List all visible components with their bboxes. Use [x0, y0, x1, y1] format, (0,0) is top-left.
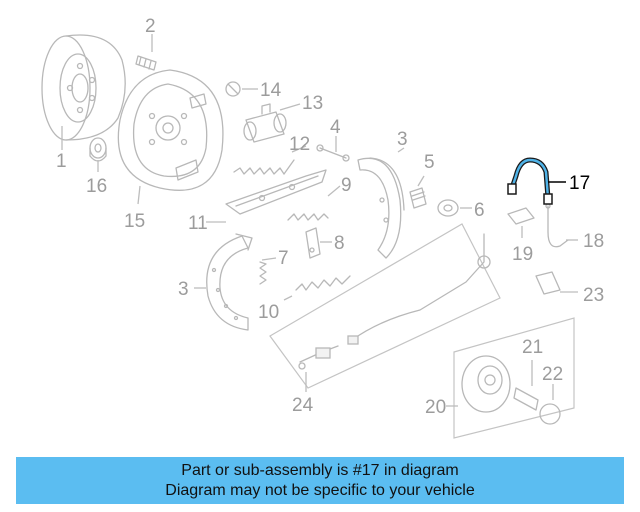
callout-19: 19: [512, 244, 533, 265]
callout-14: 14: [260, 80, 282, 101]
callout-23: 23: [583, 285, 604, 306]
hub-box: [453, 317, 575, 439]
callout-24: 24: [292, 395, 314, 416]
parking-lever: [305, 227, 321, 259]
callout-20: 20: [425, 397, 446, 418]
callout-5: 5: [424, 152, 435, 173]
callout-21: 21: [522, 337, 543, 358]
upper-spring: [233, 159, 295, 175]
callout-6: 6: [474, 200, 485, 221]
callout-13: 13: [302, 93, 323, 114]
parking-brake-cable-box: [269, 223, 501, 389]
spring-cap: [409, 187, 427, 209]
callout-1: 1: [56, 151, 67, 172]
backing-plate: [117, 69, 224, 191]
callout-4: 4: [330, 117, 341, 138]
info-banner: Part or sub-assembly is #17 in diagram D…: [16, 457, 624, 504]
spring-10: [295, 275, 351, 291]
adjuster-bar: [225, 169, 327, 215]
callout-22: 22: [542, 364, 563, 385]
callout-9: 9: [341, 175, 352, 196]
hose-bracket: [507, 207, 535, 225]
sleeve: [437, 199, 459, 217]
callout-3-lower: 3: [178, 279, 189, 300]
banner-line-1: Part or sub-assembly is #17 in diagram: [181, 462, 459, 479]
brake-line: [545, 203, 569, 248]
callout-17: 17: [569, 173, 590, 194]
callout-16: 16: [86, 176, 107, 197]
brake-shoe-left: [206, 233, 253, 331]
banner-line-2: Diagram may not be specific to your vehi…: [165, 482, 475, 499]
brake-shoe-right: [357, 157, 405, 259]
retaining-clip: [225, 81, 241, 97]
callout-15: 15: [124, 211, 145, 232]
lower-spring-9: [287, 213, 329, 221]
bushing: [89, 137, 107, 162]
callout-11: 11: [188, 213, 208, 234]
callout-18: 18: [583, 231, 604, 252]
callout-2: 2: [145, 16, 156, 37]
callout-12: 12: [289, 134, 310, 155]
callout-8: 8: [334, 233, 345, 254]
callout-7: 7: [278, 248, 289, 269]
spring-7: [259, 261, 267, 285]
wheel-bolt: [135, 55, 157, 71]
wheel-cylinder: [243, 103, 287, 143]
callout-10: 10: [258, 302, 279, 323]
brake-drum: [41, 34, 126, 141]
callout-3-upper: 3: [397, 129, 408, 150]
brake-hose-highlighted: [507, 157, 553, 205]
parts-diagram: 1 2 15 16 14 13: [41, 16, 604, 439]
hold-down-pin: [316, 144, 350, 162]
line-clip: [535, 271, 561, 295]
